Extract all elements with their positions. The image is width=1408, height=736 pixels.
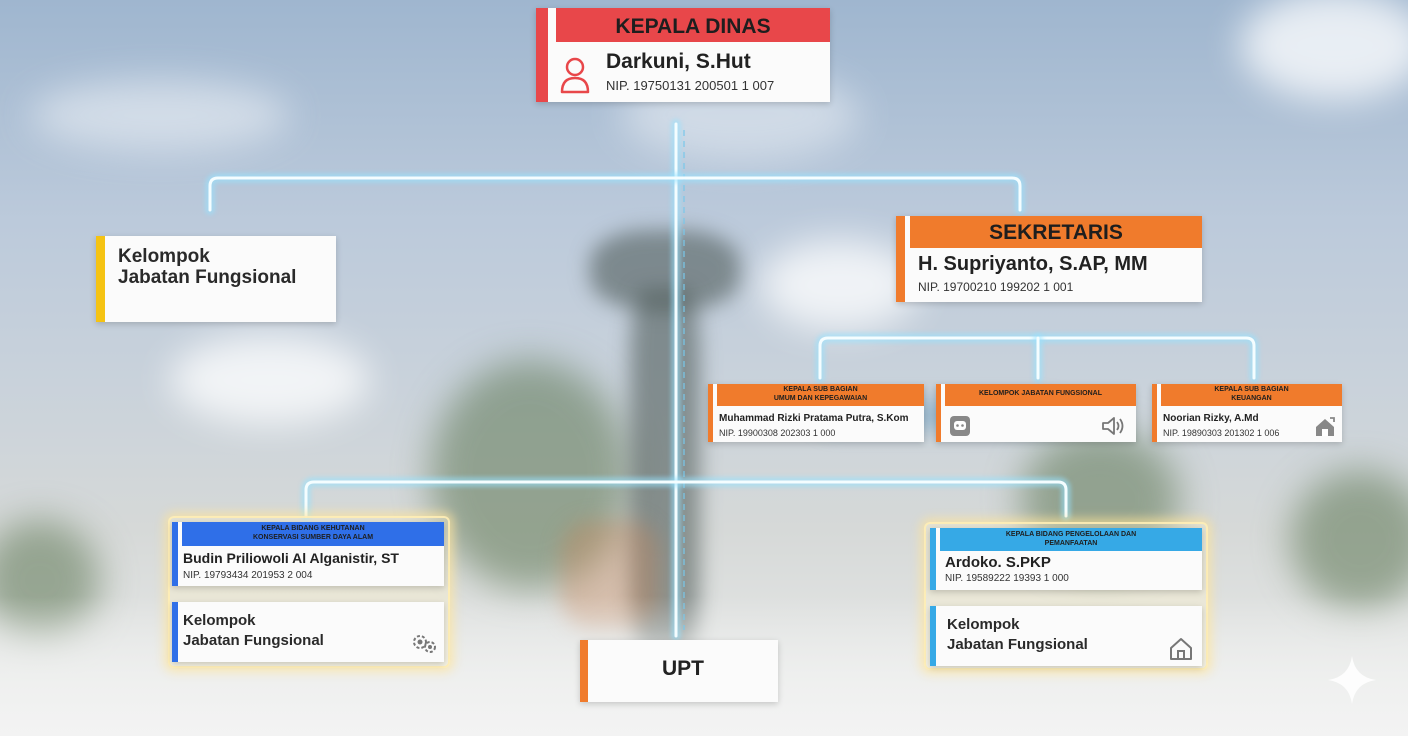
- subbagian-keuangan-title-line1: KEPALA SUB BAGIAN: [1214, 386, 1289, 393]
- subbagian-fungsional-accent: [936, 384, 941, 442]
- bidang-left-accent: [172, 522, 178, 586]
- bidang-right-fungsional-line2: Jabatan Fungsional: [947, 636, 1088, 653]
- bidang-left-fungsional-accent: [172, 602, 178, 662]
- kepala-nip: NIP. 19750131 200501 1 007: [606, 78, 775, 93]
- kepala-title: KEPALA DINAS: [615, 15, 771, 38]
- fungsional-left-card[interactable]: Kelompok Jabatan Fungsional: [96, 236, 336, 322]
- bidang-left-card[interactable]: KEPALA BIDANG KEHUTANAN KONSERVASI SUMBE…: [172, 522, 444, 586]
- bidang-left-fungsional-card[interactable]: Kelompok Jabatan Fungsional: [172, 602, 444, 662]
- sekretaris-card[interactable]: SEKRETARIS H. Supriyanto, S.AP, MM NIP. …: [896, 216, 1202, 302]
- bidang-right-title-line2: PEMANFAATAN: [1044, 540, 1098, 547]
- subbagian-keuangan-nip: NIP. 19890303 201302 1 006: [1163, 428, 1280, 438]
- sekretaris-title: SEKRETARIS: [989, 221, 1123, 244]
- subbagian-umum-card[interactable]: KEPALA SUB BAGIAN UMUM DAN KEPEGAWAIAN M…: [708, 384, 924, 442]
- bidang-right-fungsional-card[interactable]: Kelompok Jabatan Fungsional: [930, 606, 1202, 666]
- house-outline-icon: [1168, 636, 1194, 662]
- subbagian-umum-title-line2: UMUM DAN KEPEGAWAIAN: [773, 395, 868, 402]
- subbagian-umum-name: Muhammad Rizki Pratama Putra, S.Kom: [719, 413, 909, 424]
- subbagian-umum-title-bar: [717, 384, 924, 406]
- bidang-right-name: Ardoko. S.PKP: [945, 554, 1051, 571]
- bidang-left-name: Budin Priliowoli Al Alganistir, ST: [183, 550, 399, 566]
- sekretaris-nip: NIP. 19700210 199202 1 001: [918, 280, 1074, 294]
- sekretaris-name: H. Supriyanto, S.AP, MM: [918, 253, 1148, 275]
- kepala-accent-bar: [536, 8, 548, 102]
- subbagian-umum-accent: [708, 384, 713, 442]
- bidang-left-title-bar: [182, 522, 444, 546]
- kepala-title-bar: [556, 8, 830, 42]
- connector-bidang: [301, 477, 1071, 521]
- upt-label: UPT: [662, 657, 704, 680]
- subbagian-keuangan-title-bar: [1161, 384, 1342, 406]
- kepala-name: Darkuni, S.Hut: [606, 50, 751, 73]
- bidang-right-card[interactable]: KEPALA BIDANG PENGELOLAAN DAN PEMANFAATA…: [930, 528, 1202, 590]
- fungsional-left-line1: Kelompok: [118, 246, 210, 267]
- subbagian-fungsional-card[interactable]: KELOMPOK JABATAN FUNGSIONAL: [936, 384, 1136, 442]
- bidang-left-fungsional-line2: Jabatan Fungsional: [183, 632, 324, 649]
- connector-subbagian: [815, 333, 1259, 383]
- bidang-left-title-line1: KEPALA BIDANG KEHUTANAN: [261, 525, 365, 532]
- subbagian-keuangan-name: Noorian Rizky, A.Md: [1163, 413, 1259, 424]
- upt-accent: [580, 640, 588, 702]
- speaker-icon: [1100, 414, 1128, 438]
- fungsional-left-line2: Jabatan Fungsional: [118, 267, 297, 288]
- robot-icon: [948, 414, 972, 438]
- bidang-left-title-line2: KONSERVASI SUMBER DAYA ALAM: [252, 534, 374, 541]
- subbagian-umum-title-line1: KEPALA SUB BAGIAN: [783, 386, 858, 393]
- bidang-left-fungsional-line1: Kelompok: [183, 612, 256, 629]
- fungsional-left-accent: [96, 236, 105, 322]
- subbagian-fungsional-title-bar: [945, 384, 1136, 406]
- connector-main: [205, 119, 1025, 641]
- upt-card[interactable]: UPT: [580, 640, 778, 702]
- bidang-right-fungsional-line1: Kelompok: [947, 616, 1020, 633]
- subbagian-keuangan-card[interactable]: KEPALA SUB BAGIAN KEUANGAN Noorian Rizky…: [1152, 384, 1342, 442]
- house-icon: [1314, 416, 1336, 438]
- bidang-right-title-line1: KEPALA BIDANG PENGELOLAAN DAN: [1005, 531, 1137, 538]
- person-icon: [558, 54, 592, 96]
- subbagian-fungsional-title: KELOMPOK JABATAN FUNGSIONAL: [978, 390, 1103, 397]
- subbagian-keuangan-accent: [1152, 384, 1157, 442]
- bidang-right-accent: [930, 528, 936, 590]
- sekretaris-accent-bar: [896, 216, 905, 302]
- kepala-dinas-card[interactable]: KEPALA DINAS Darkuni, S.Hut NIP. 1975013…: [536, 8, 830, 102]
- bidang-left-nip: NIP. 19793434 201953 2 004: [183, 570, 313, 581]
- bidang-right-nip: NIP. 19589222 19393 1 000: [945, 573, 1069, 584]
- gears-icon: [410, 632, 440, 656]
- sparkle-icon: [1326, 654, 1378, 706]
- bidang-right-fungsional-accent: [930, 606, 936, 666]
- bidang-right-title-bar: [940, 528, 1202, 551]
- subbagian-keuangan-title-line2: KEUANGAN: [1231, 395, 1272, 402]
- subbagian-umum-nip: NIP. 19900308 202303 1 000: [719, 428, 836, 438]
- sekretaris-title-bar: [910, 216, 1202, 248]
